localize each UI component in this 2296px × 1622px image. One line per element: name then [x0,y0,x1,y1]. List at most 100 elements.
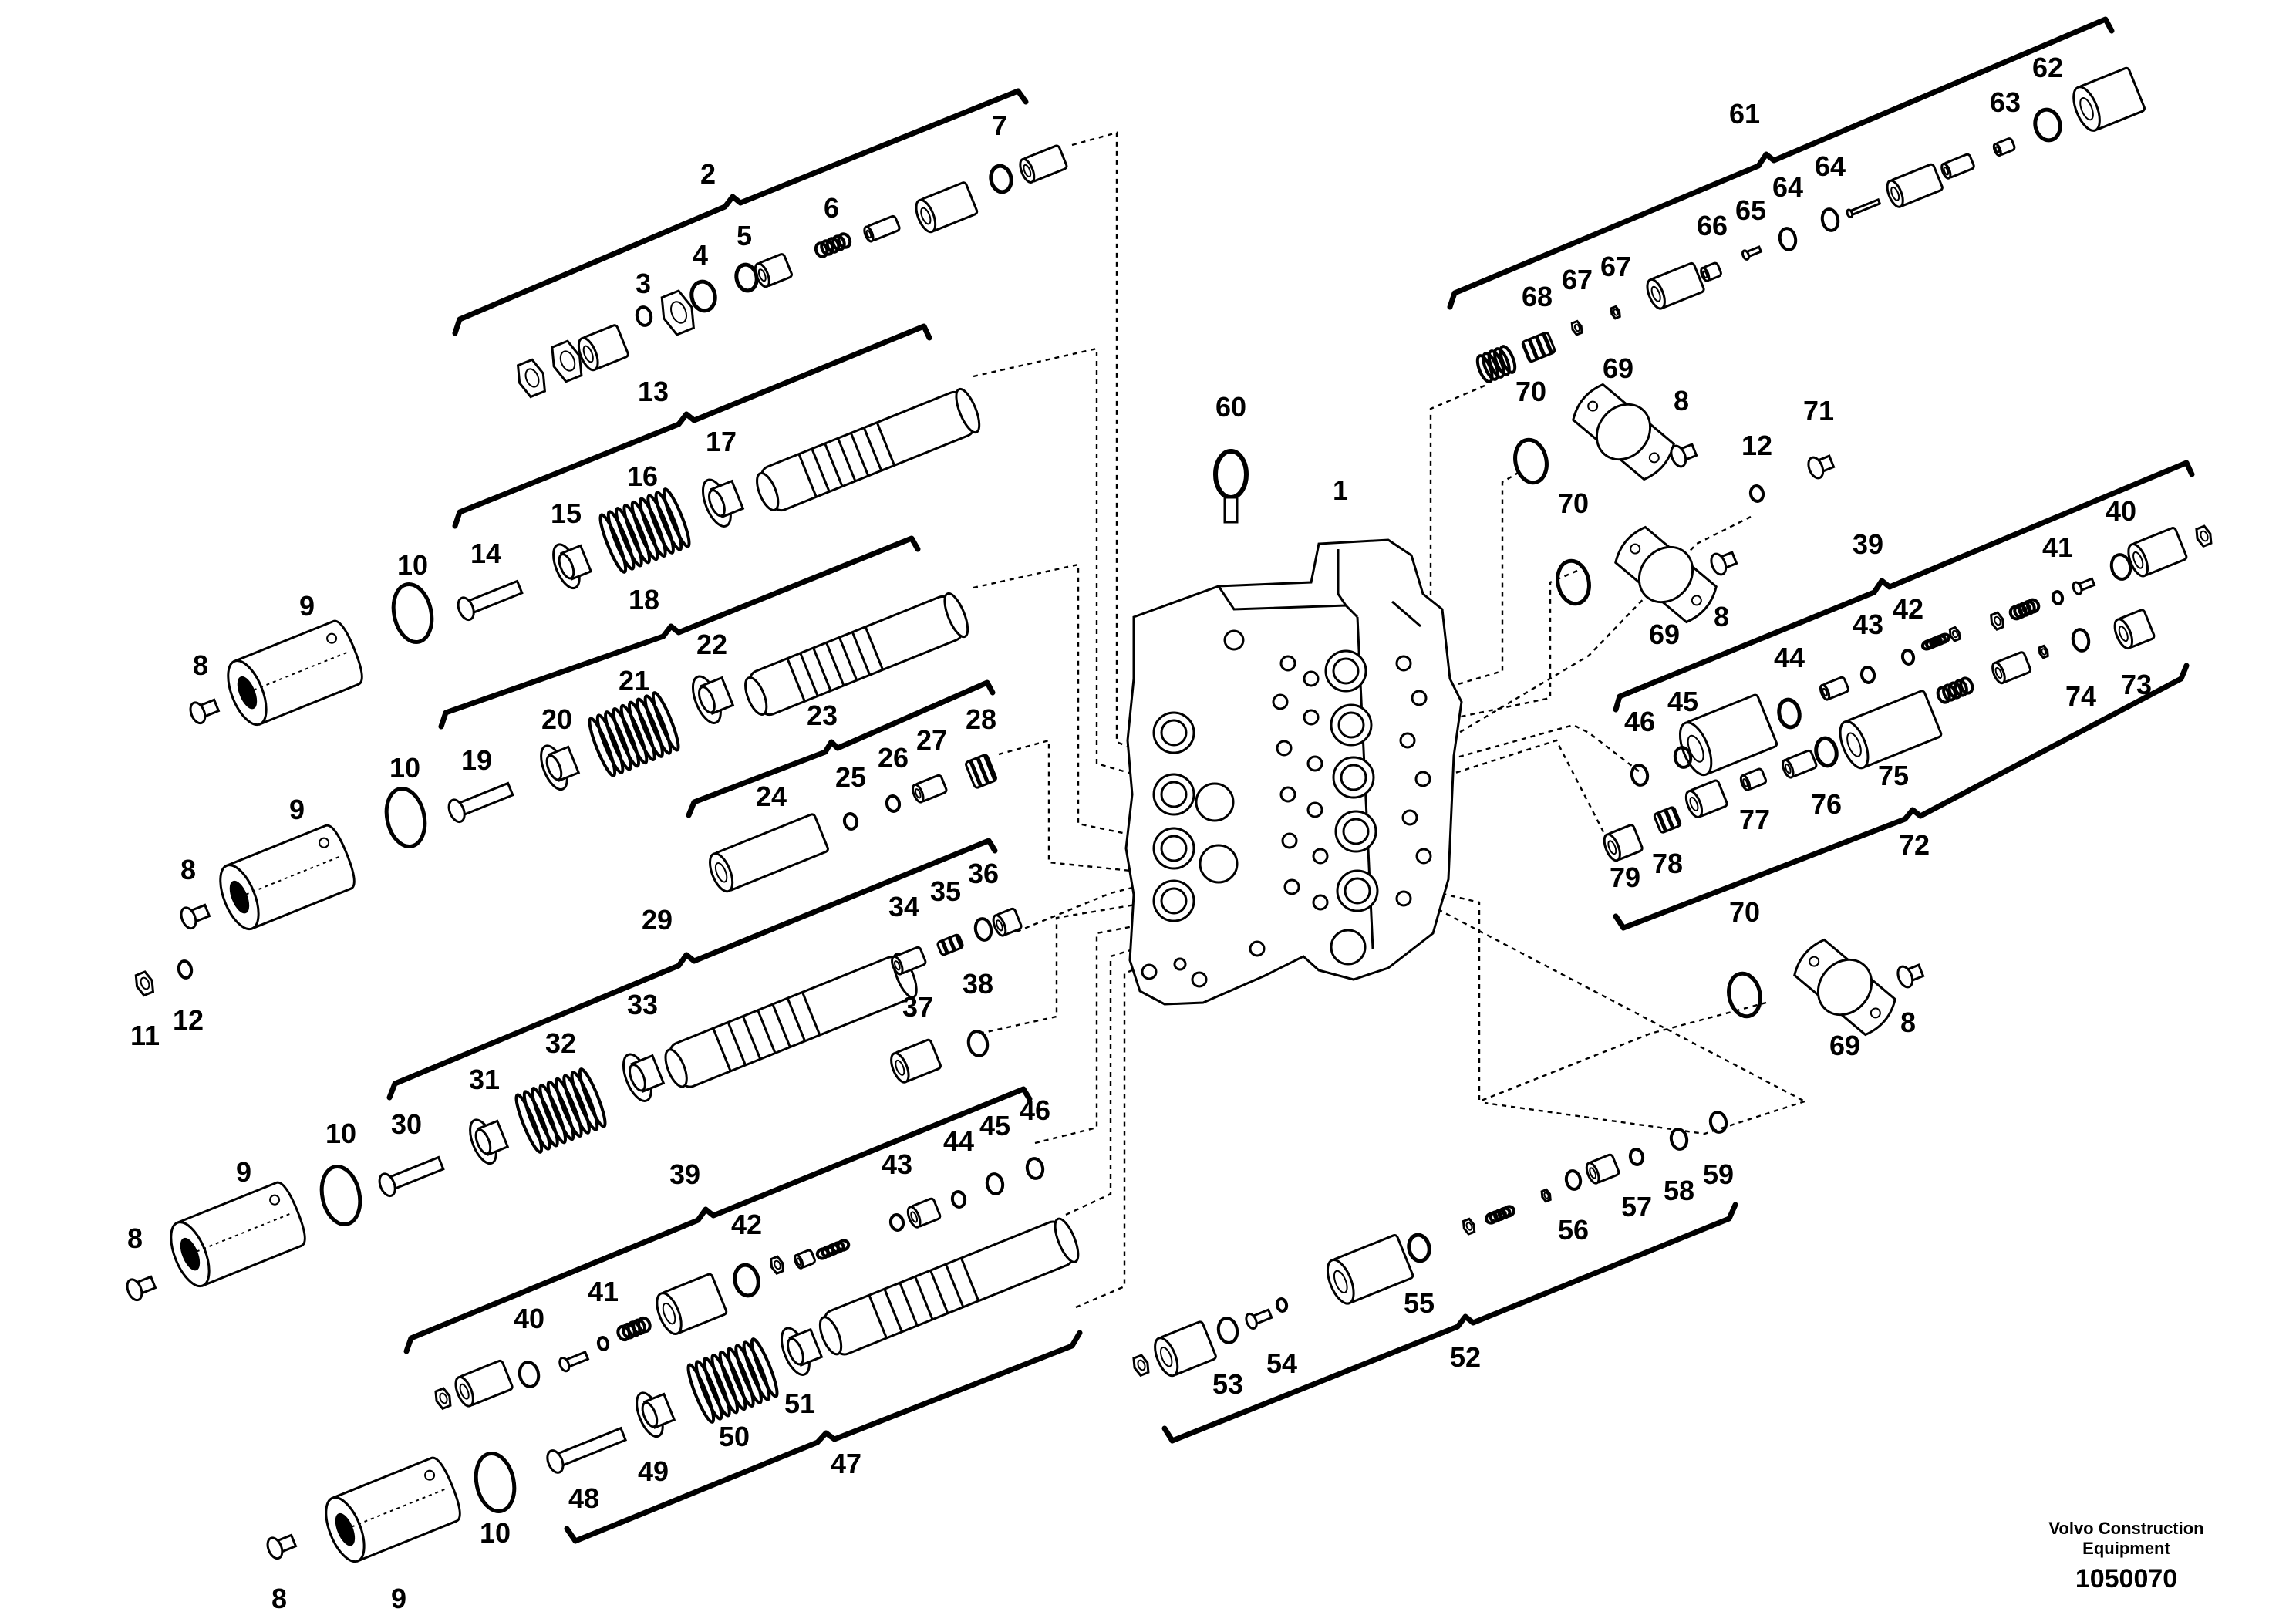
part-7-oring [989,164,1013,194]
part-44-oring [950,1190,967,1209]
part-43-oring-b [1859,666,1876,684]
callout-27: 27 [916,724,947,756]
callout-41b: 41 [2042,531,2073,563]
callout-56: 56 [1558,1214,1589,1246]
part-62-cap [2072,66,2146,132]
callout-74: 74 [2065,680,2096,712]
part-40-oring-b [2109,553,2132,581]
figure-number: 1050070 [2075,1564,2178,1593]
part-8-screw-e [1670,443,1698,468]
callout-10c: 10 [325,1118,356,1149]
callout-53: 53 [1212,1368,1243,1400]
callout-3: 3 [636,268,651,299]
part-adapter-a [577,324,629,372]
callout-75: 75 [1878,760,1909,791]
callout-12b: 12 [1741,430,1772,461]
part-45-oring [985,1172,1005,1195]
callout-50: 50 [719,1421,750,1452]
brand-line-1: Volvo Construction [2048,1519,2204,1538]
part-74-piston [1991,651,2032,685]
part-7-cap [915,181,979,234]
part-poppet-a [863,214,901,243]
callout-60: 60 [1215,391,1246,423]
group-brackets [386,16,2195,1544]
callout-28: 28 [966,703,996,735]
part-40-nut [434,1387,452,1411]
part-70-oring-b [1556,558,1591,606]
part-74-nut [2038,644,2049,659]
part-74-oring [2071,628,2091,653]
part-45-housing [1678,693,1778,777]
part-40-nut-b [2195,524,2213,548]
callout-9a: 9 [299,590,315,622]
part-63-pin [1992,137,2016,157]
callout-73: 73 [2121,669,2152,700]
part-8-screw-b [180,903,211,930]
part-77-pin [1739,767,1768,791]
bracket-52 [1161,1202,1738,1444]
callout-49: 49 [638,1455,669,1487]
part-4-nut [660,289,695,336]
part-12-oring-a [177,959,194,980]
part-77-poppet [1684,779,1728,818]
callout-55: 55 [1404,1287,1435,1319]
callout-69c: 69 [1829,1030,1860,1061]
part-43-plug-b [1819,676,1849,701]
callout-8a: 8 [193,649,208,681]
callout-40b: 40 [2106,495,2136,527]
callout-43a: 43 [882,1148,912,1180]
part-29-spool [664,953,918,1088]
part-9-cover-c [170,1181,306,1288]
callout-57: 57 [1621,1191,1652,1222]
part-36-plug [992,907,1023,937]
callout-76: 76 [1811,788,1842,820]
callout-4: 4 [693,239,708,271]
callout-18: 18 [629,584,659,615]
part-25-oring [842,812,859,831]
part-54-pin [1245,1308,1273,1330]
callout-37: 37 [902,991,933,1023]
part-42-spring-b [1920,632,1951,651]
callout-67b: 67 [1562,264,1593,295]
part-68-coil [1475,345,1517,383]
part-79-plug [1603,824,1644,862]
part-42-oring [733,1263,760,1298]
part-30-pin [378,1155,445,1198]
part-37-plug [890,1038,942,1084]
part-53-nut [1132,1354,1150,1378]
part-4-oring [689,279,717,313]
part-42-plug [656,1273,728,1335]
callout-45a: 45 [979,1110,1010,1141]
part-55-spring [1485,1205,1515,1225]
callout-15: 15 [551,497,582,529]
part-42-oring-b [1900,649,1916,666]
callout-14: 14 [470,538,501,569]
part-54-oring [1275,1297,1289,1313]
part-68-spring [1521,331,1556,363]
part-46-oring [1025,1157,1045,1180]
part-57-oring [1628,1148,1645,1166]
callout-2: 2 [700,158,716,190]
part-38-oring [966,1030,990,1057]
part-24-plug [709,813,829,893]
callout-42b: 42 [1893,593,1923,625]
callout-8e: 8 [1674,385,1689,416]
leader-lines [973,131,1805,1309]
callout-25: 25 [835,761,866,793]
callout-9d: 9 [391,1583,406,1614]
part-70-oring-c [1727,971,1762,1019]
bracket-18 [438,535,921,730]
callout-32: 32 [545,1027,576,1059]
part-55-nut [1462,1217,1476,1236]
part-10-oring-d [474,1451,517,1514]
callout-71: 71 [1803,395,1834,427]
part-41-spring-b [2008,598,2041,621]
callout-8f: 8 [1714,601,1729,632]
part-41-pin [558,1350,590,1373]
part-55-plug [1326,1234,1414,1305]
part-28-spring [965,754,997,789]
part-40-plug [454,1359,514,1408]
callout-42a: 42 [731,1209,762,1240]
part-75-sleeve [1839,690,1943,770]
